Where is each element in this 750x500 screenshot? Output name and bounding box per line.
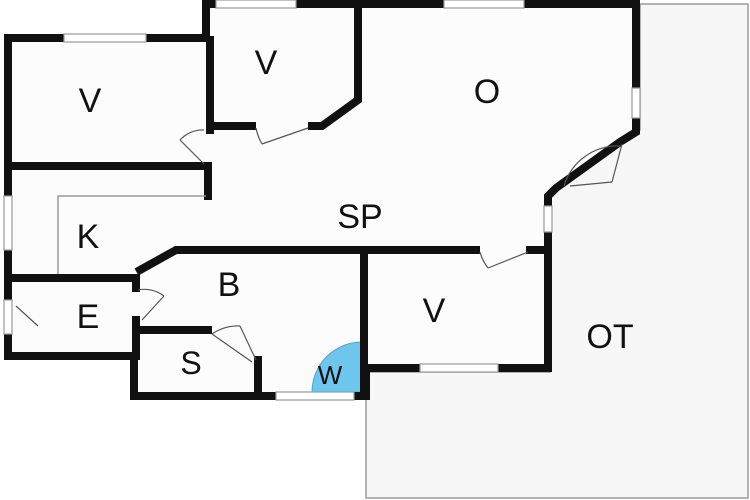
room-label-s: S: [180, 345, 201, 381]
door-v-top-middle: [255, 127, 309, 145]
room-label-k: K: [77, 218, 100, 256]
window-top-right: [443, 0, 525, 9]
door-b: [137, 288, 165, 321]
room-label-e: E: [77, 298, 100, 336]
door-v-bottom: [479, 251, 529, 269]
door-terrace: [563, 143, 623, 187]
room-label-ot: OT: [586, 318, 633, 356]
room-label-sp: SP: [337, 198, 382, 236]
door-v-top-left: [179, 129, 205, 165]
window-right-middle: [543, 205, 553, 233]
door-s: [211, 325, 257, 363]
wet-area-shape: [311, 341, 363, 393]
kitchen-partition: [57, 195, 206, 274]
wall-v-top-middle-diagonal: [308, 4, 362, 130]
room-label-o: O: [474, 73, 500, 111]
window-top-middle: [215, 0, 297, 9]
room-label-v-bottom: V: [423, 292, 446, 330]
window-top-left: [63, 33, 147, 43]
window-left-e: [3, 299, 13, 335]
wall-b-top: [134, 246, 366, 276]
room-label-b: B: [218, 266, 241, 304]
interior-floor: [8, 4, 636, 396]
window-bottom-b: [275, 391, 355, 401]
outer-wall: [4, 0, 640, 400]
wall-v-top-left-bottom: [6, 162, 212, 200]
window-left-k: [3, 195, 13, 251]
door-e: [15, 305, 39, 327]
room-label-w: W: [318, 360, 343, 390]
window-right-upper: [631, 87, 641, 119]
window-bottom-v: [419, 363, 499, 373]
room-label-v-top-left: V: [79, 82, 102, 120]
room-label-v-top-middle: V: [255, 44, 278, 82]
